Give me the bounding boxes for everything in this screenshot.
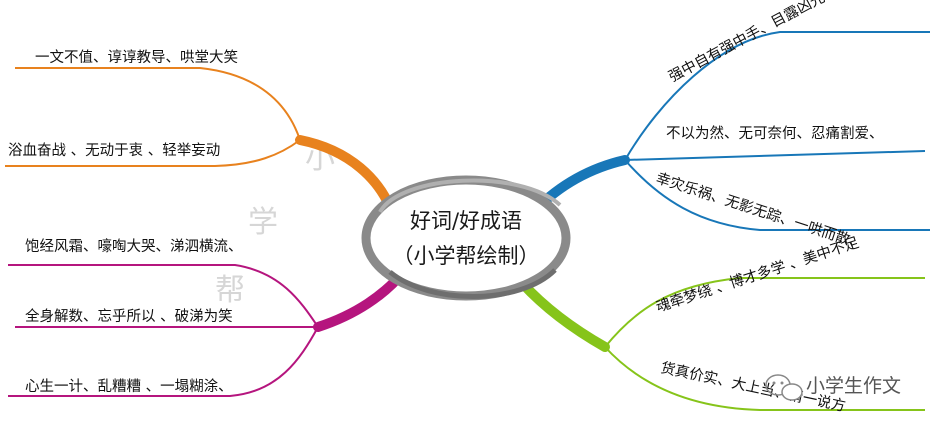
branch-magenta: 饱经风霜、嚎啕大哭、涕泗横流、 全身解数、忘乎所以 、破涕为笑 心生一计、乱糟糟… [8, 237, 410, 397]
wechat-icon [765, 374, 803, 401]
blue-label-1: 强中自有强中手、目露凶光、 [666, 0, 840, 86]
orange-label-2: 浴血奋战 、无动于衷 、轻举妄动 [8, 142, 220, 159]
watermark-char-2: 学 [248, 205, 278, 240]
center-subtitle: （小学帮绘制） [393, 244, 540, 268]
orange-label-1: 一文不值、谆谆教导、哄堂大笑 [35, 48, 238, 66]
watermark: 小 学 帮 [215, 141, 335, 308]
branch-blue: 强中自有强中手、目露凶光、 不以为然、无可奈何、忍痛割爱、 幸灾乐祸、无影无踪、… [530, 0, 930, 253]
magenta-label-2: 全身解数、忘乎所以 、破涕为笑 [25, 307, 233, 325]
branch-orange: 一文不值、谆谆教导、哄堂大笑 浴血奋战 、无动于衷 、轻举妄动 [5, 48, 397, 217]
blue-label-2: 不以为然、无可奈何、忍痛割爱、 [666, 125, 884, 142]
magenta-label-3: 心生一计、乱糟糟 、一塌糊涂、 [25, 378, 233, 395]
center-title: 好词/好成语 [410, 209, 522, 233]
center-node: 好词/好成语 （小学帮绘制） [361, 175, 571, 301]
green-label-1: 魂牵梦绕 、博才多学 、美中不足 [654, 234, 861, 316]
magenta-label-1: 饱经风霜、嚎啕大哭、涕泗横流、 [25, 237, 243, 255]
blue-label-3: 幸灾乐祸、无影无踪、一哄而散、 [654, 170, 866, 253]
logo-text: 小学生作文 [806, 375, 901, 397]
watermark-char-3: 帮 [215, 273, 245, 308]
logo: 小学生作文 [765, 374, 901, 401]
